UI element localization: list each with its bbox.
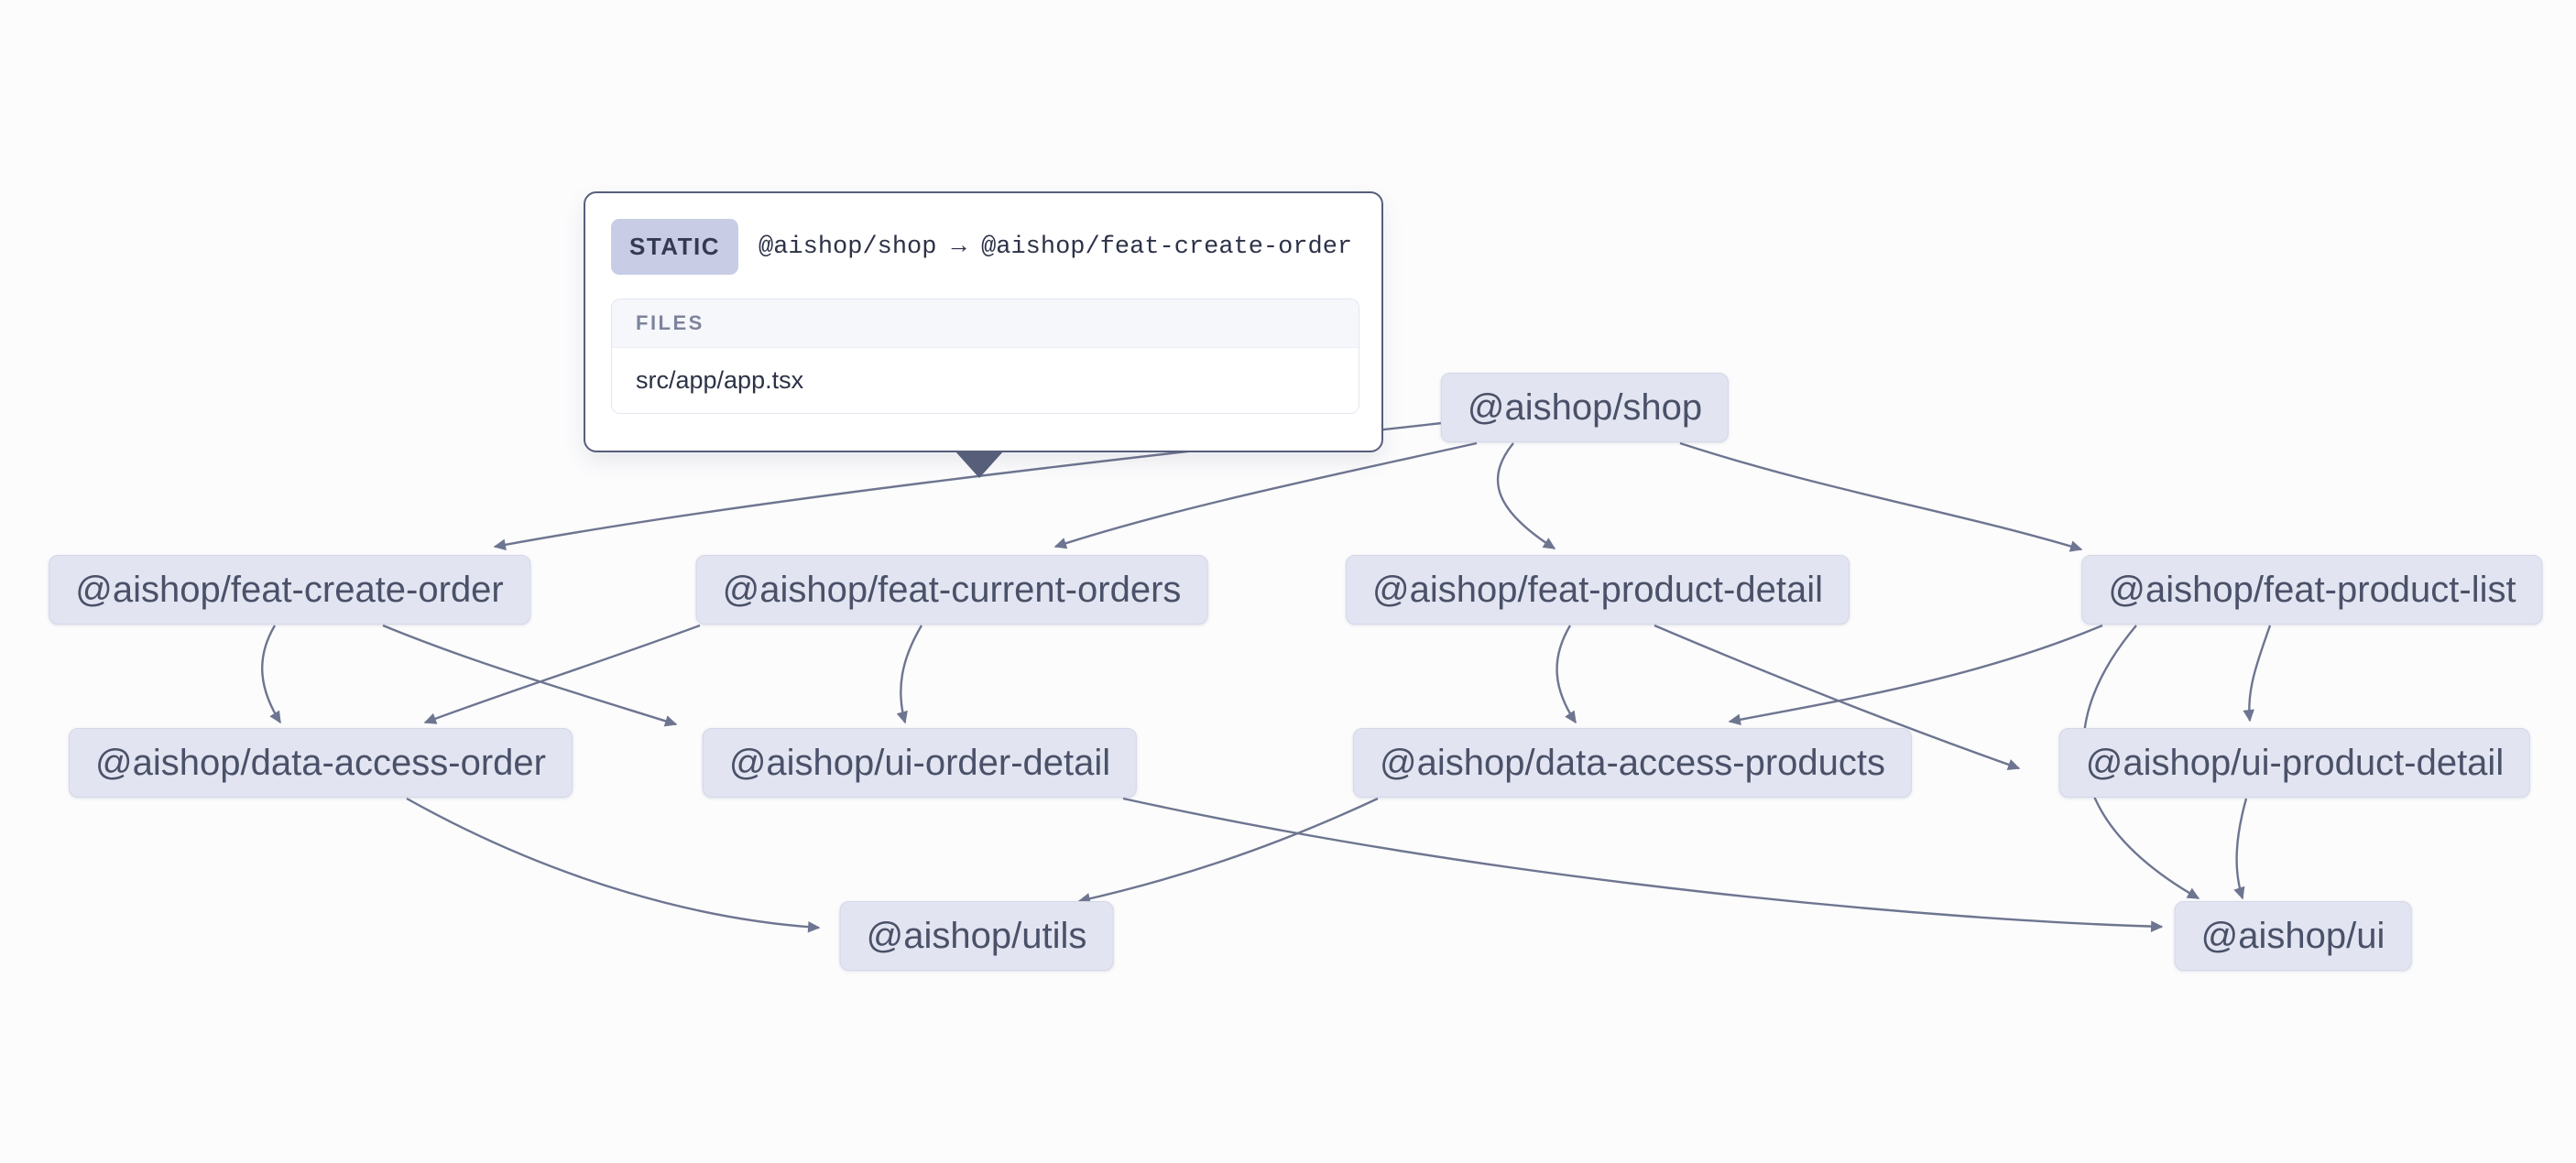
edge-feat-current-orders-to-data-access-order[interactable]	[423, 624, 701, 724]
graph-node-ui[interactable]: @aishop/ui	[2174, 901, 2412, 971]
tooltip-header: STATIC @aishop/shop → @aishop/feat-creat…	[611, 219, 1359, 275]
graph-node-feat-product-list[interactable]: @aishop/feat-product-list	[2081, 555, 2543, 625]
files-heading: FILES	[612, 299, 1359, 348]
graph-node-ui-product-detail[interactable]: @aishop/ui-product-detail	[2058, 728, 2531, 798]
edge-ui-product-detail-to-ui[interactable]	[2233, 798, 2248, 900]
files-list: src/app/app.tsx	[612, 348, 1359, 413]
edge-feat-product-list-to-data-access-products[interactable]	[1728, 624, 2103, 725]
files-panel: FILES src/app/app.tsx	[611, 299, 1359, 414]
edge-feat-product-detail-to-data-access-products[interactable]	[1555, 625, 1577, 724]
edge-feat-product-list-to-ui-product-detail[interactable]	[2243, 625, 2272, 723]
edge-type-badge: STATIC	[611, 219, 739, 275]
graph-node-feat-create-order[interactable]: @aishop/feat-create-order	[49, 555, 530, 625]
file-row: src/app/app.tsx	[612, 348, 1359, 413]
edge-data-access-products-to-utils[interactable]	[1077, 797, 1379, 905]
graph-node-data-access-order[interactable]: @aishop/data-access-order	[69, 728, 573, 798]
tooltip-caret-icon	[955, 451, 1004, 478]
graph-node-ui-order-detail[interactable]: @aishop/ui-order-detail	[702, 728, 1138, 798]
edge-data-access-order-to-utils[interactable]	[406, 797, 821, 933]
graph-node-data-access-products[interactable]: @aishop/data-access-products	[1353, 728, 1912, 798]
edge-title: @aishop/shop → @aishop/feat-create-order	[759, 233, 1353, 261]
edge-shop-to-feat-product-detail[interactable]	[1496, 442, 1556, 550]
edge-feat-current-orders-to-ui-order-detail[interactable]	[896, 625, 923, 724]
graph-node-feat-current-orders[interactable]: @aishop/feat-current-orders	[695, 555, 1208, 625]
edge-feat-create-order-to-ui-order-detail[interactable]	[382, 624, 678, 727]
edge-shop-to-feat-current-orders[interactable]	[1053, 441, 1478, 549]
edge-tooltip: STATIC @aishop/shop → @aishop/feat-creat…	[584, 191, 1383, 478]
edge-ui-order-detail-to-ui[interactable]	[1122, 797, 2164, 932]
edge-shop-to-feat-product-list[interactable]	[1679, 441, 2083, 552]
graph-node-feat-product-detail[interactable]: @aishop/feat-product-detail	[1346, 555, 1850, 625]
graph-node-shop[interactable]: @aishop/shop	[1440, 373, 1730, 442]
edge-feat-create-order-to-data-access-order[interactable]	[261, 625, 282, 724]
graph-node-utils[interactable]: @aishop/utils	[839, 901, 1114, 971]
